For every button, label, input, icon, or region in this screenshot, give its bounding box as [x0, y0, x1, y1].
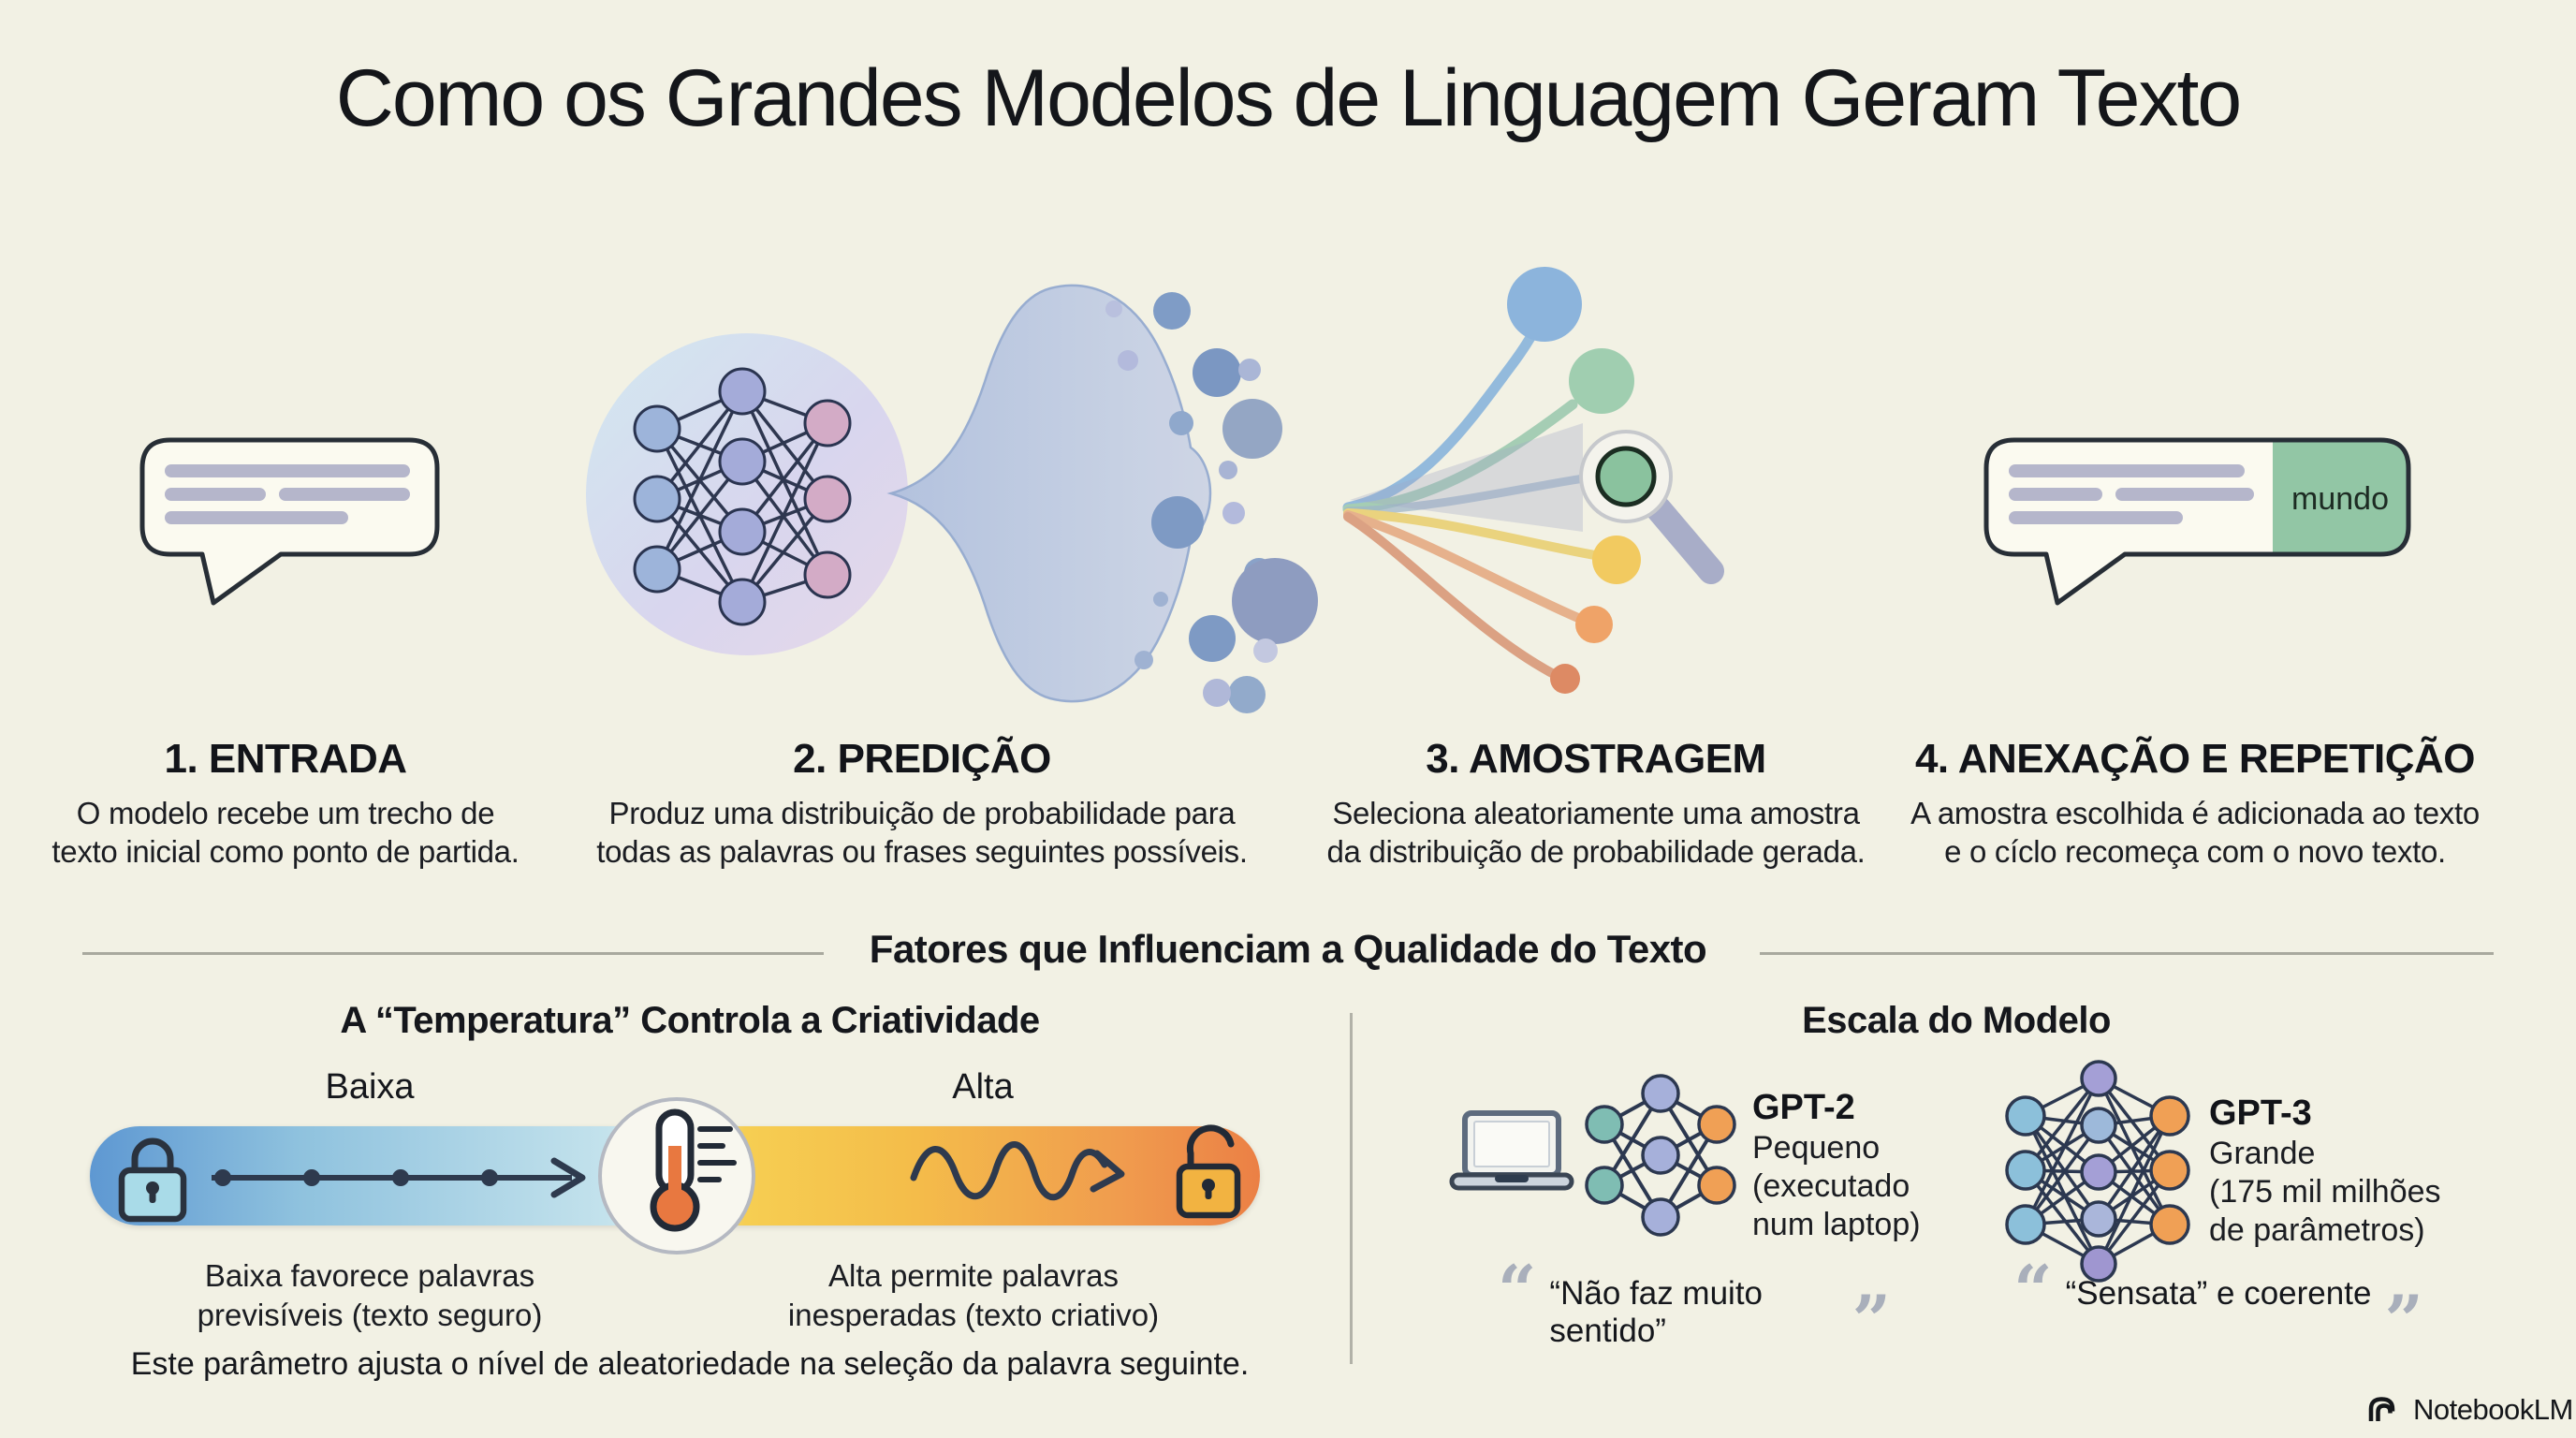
- model-scale-title: Escala do Modelo: [1802, 1000, 2111, 1041]
- temperature-low-caption: Baixa favorece palavras previsíveis (tex…: [197, 1258, 543, 1332]
- quote-open-icon: “: [1498, 1250, 1537, 1329]
- sampling-fan-icon: [1342, 267, 1724, 694]
- gpt2-quote: “ “Não faz muito sentido” ”: [1498, 1256, 1891, 1359]
- temperature-footnote: Este parâmetro ajusta o nível de aleator…: [130, 1346, 1250, 1382]
- step-2-heading: 2. PREDIÇÃO: [793, 736, 1051, 782]
- divider-line-right: [1760, 952, 2494, 955]
- notebooklm-logo-icon: [2368, 1397, 2395, 1421]
- output-token-label: mundo: [2291, 481, 2389, 517]
- prompt-bubble-icon: [139, 437, 440, 606]
- neural-network-icon: [633, 367, 852, 626]
- open-lock-icon: [1176, 1124, 1241, 1219]
- laptop-icon: [1449, 1110, 1574, 1191]
- temperature-high-caption: Alta permite palavras inesperadas (texto…: [787, 1258, 1160, 1332]
- temperature-low-label: Baixa: [325, 1067, 415, 1107]
- step-2-description: Produz uma distribuição de probabilidade…: [596, 796, 1248, 869]
- vertical-divider: [1350, 1013, 1353, 1364]
- step-4-description: A amostra escolhida é adicionada ao text…: [1910, 796, 2480, 869]
- output-bubble-icon: mundo: [1983, 437, 2411, 606]
- quote-open-icon: “: [2013, 1250, 2053, 1329]
- thermometer-icon: [598, 1097, 755, 1255]
- output-token-chip: [2273, 440, 2408, 554]
- step-3-heading: 3. AMOSTRAGEM: [1426, 736, 1766, 782]
- factors-section-title: Fatores que Influenciam a Qualidade do T…: [869, 927, 1707, 971]
- page-title: Como os Grandes Modelos de Linguagem Ger…: [335, 53, 2242, 143]
- wavy-arrow-icon: [910, 1141, 1125, 1201]
- step-1-heading: 1. ENTRADA: [164, 736, 407, 782]
- quote-text: “Sensata” e coerente: [2065, 1275, 2372, 1312]
- quote-text: “Não faz muito sentido”: [1549, 1275, 1764, 1349]
- gpt3-quote: “ “Sensata” e coerente ”: [2003, 1256, 2434, 1359]
- gpt2-network-icon: [1585, 1074, 1736, 1237]
- model-name: GPT-2: [1752, 1088, 1855, 1127]
- step-3-description: Seleciona aleatoriamente uma amostra da …: [1326, 796, 1866, 869]
- quote-close-icon: ”: [2384, 1280, 2423, 1359]
- probability-blob: [886, 284, 1212, 703]
- divider-line-left: [82, 952, 824, 955]
- temperature-title: A “Temperatura” Controla a Criatividade: [340, 1000, 1040, 1041]
- gpt3-label: GPT-3 Grande (175 mil milhões de parâmet…: [2209, 1092, 2441, 1250]
- gpt2-label: GPT-2 Pequeno (executado num laptop): [1752, 1086, 1921, 1244]
- step-1-description: O modelo recebe um trecho de texto inici…: [51, 796, 520, 869]
- model-desc: Grande (175 mil milhões de parâmetros): [2209, 1136, 2441, 1248]
- brand-block: NotebookLM: [2366, 1393, 2573, 1427]
- closed-lock-icon: [118, 1137, 187, 1223]
- straight-arrow-icon: [212, 1157, 586, 1198]
- prediction-distribution-icon: [586, 284, 1318, 713]
- step-4-heading: 4. ANEXAÇÃO E REPETIÇÃO: [1914, 736, 2476, 782]
- token-dots: [1105, 292, 1318, 713]
- temperature-high-label: Alta: [952, 1067, 1014, 1107]
- temperature-bar-overlay: [118, 1097, 1241, 1255]
- model-desc: Pequeno (executado num laptop): [1752, 1130, 1921, 1242]
- brand-label: NotebookLM: [2413, 1393, 2573, 1426]
- selection-beam: [1350, 423, 1583, 532]
- gpt3-network-icon: [2005, 1060, 2190, 1283]
- model-name: GPT-3: [2209, 1093, 2312, 1133]
- magnifier-icon: [1579, 430, 1724, 584]
- quote-close-icon: ”: [1852, 1280, 1891, 1359]
